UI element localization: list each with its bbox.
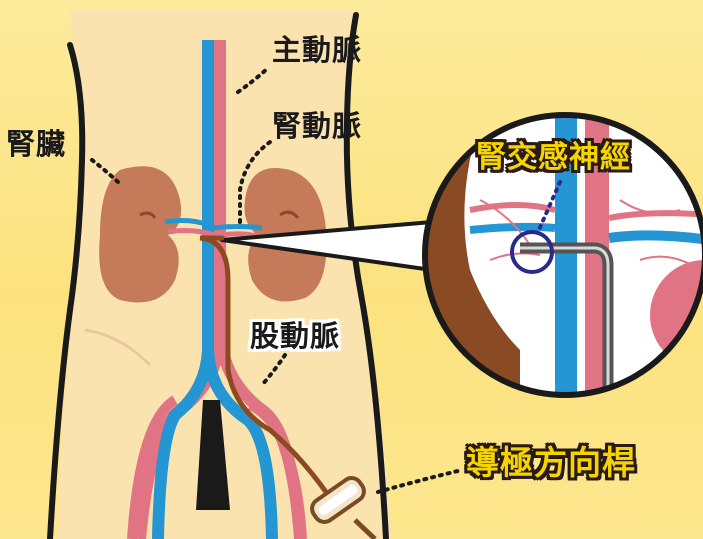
right-renal-vein — [212, 227, 262, 229]
label-catheter: 導極方向桿 — [466, 446, 636, 479]
leader-catheter — [378, 470, 462, 492]
label-aorta: 主動脈 — [272, 36, 362, 65]
zoom-renal-vein — [470, 227, 555, 230]
zoom-renal-vein-right — [609, 235, 703, 240]
label-femoral-artery: 股動脈 — [250, 322, 340, 351]
label-renal-sympathetic-nerve: 腎交感神經 — [476, 143, 631, 173]
label-renal-artery: 腎動脈 — [272, 112, 362, 141]
label-kidney: 腎臟 — [6, 130, 66, 159]
